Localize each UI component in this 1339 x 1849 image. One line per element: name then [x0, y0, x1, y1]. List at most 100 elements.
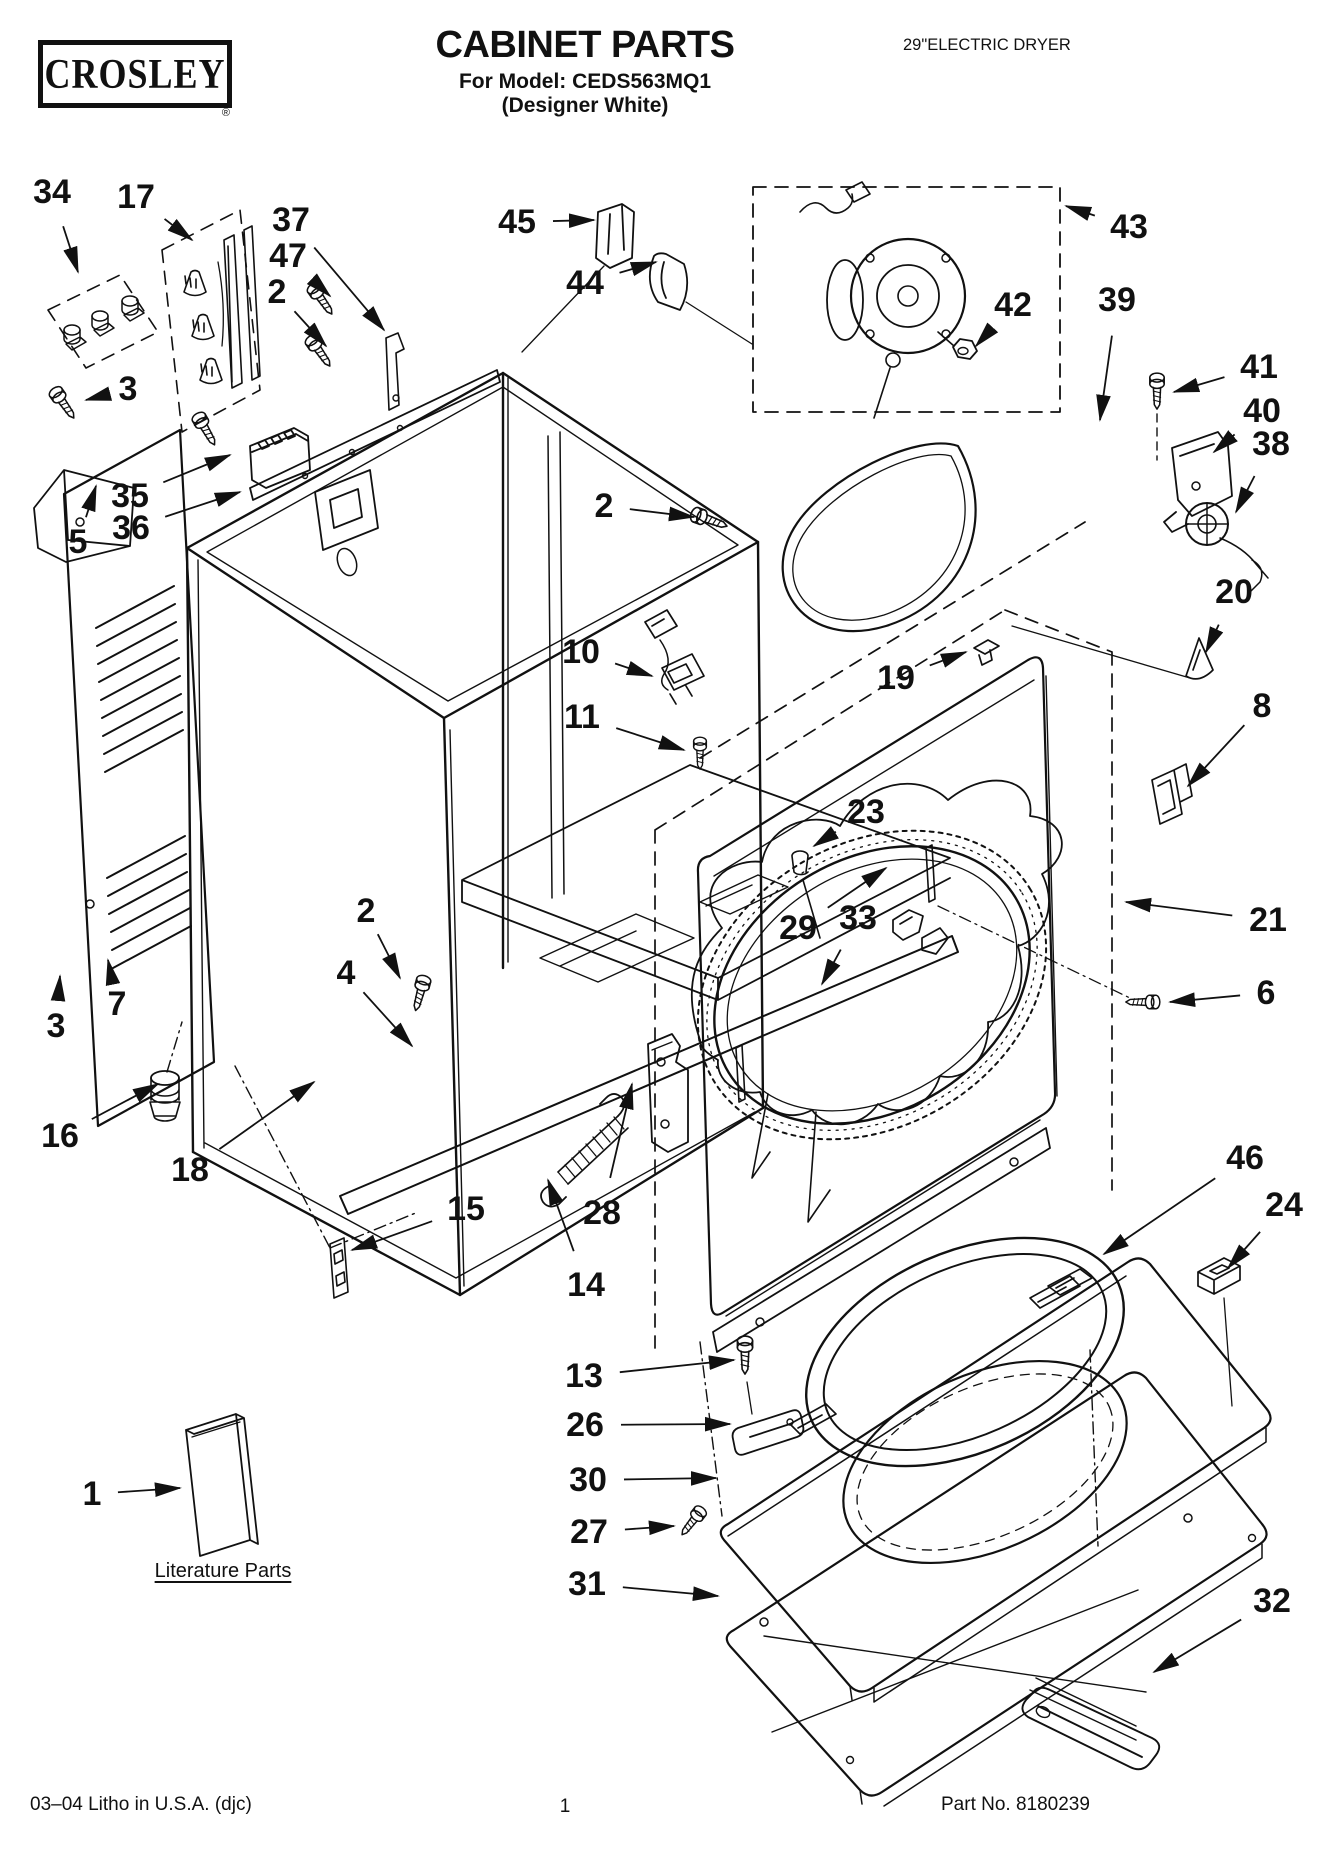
base-panel-thickness: [859, 1543, 1263, 1807]
gasket-ring-46: [805, 1236, 1125, 1547]
bracket-5-outline: [33, 469, 135, 563]
callout-leader-3: [84, 386, 113, 401]
base-panel-outline: [725, 1371, 1268, 1797]
callout-leader-16: [91, 1083, 160, 1120]
callout-leader-42: [974, 322, 999, 348]
back-wall-switch-box: [314, 469, 379, 551]
callout-leader-17: [164, 218, 194, 242]
bracket-28: [647, 1033, 689, 1153]
callout-number-11: 11: [564, 698, 600, 736]
brand-logo: CROSLEY ®: [38, 40, 232, 119]
callout-leader-46: [1102, 1177, 1216, 1256]
callout-number-31: 31: [568, 1565, 606, 1603]
felt-seal-29-inner: [706, 839, 1038, 1131]
callout-number-27: 27: [570, 1513, 608, 1551]
motor-shaft: [897, 285, 919, 307]
callout-number-3: 3: [119, 370, 138, 408]
callout-leader-33: [821, 949, 842, 986]
callout-leader-15: [350, 1220, 433, 1251]
cabinet-vertical-edges: [185, 371, 765, 1297]
bracket-26-hole: [786, 1418, 794, 1426]
cabinet-shell-18: [166, 369, 959, 1517]
toe-panel-fasteners: [675, 1335, 805, 1540]
base-panel-braces: [763, 1589, 1147, 1733]
screw-glyph: [189, 409, 222, 450]
callout-leader-3: [50, 974, 66, 1002]
callout-10: 10: [562, 633, 654, 677]
callout-leader-8: [1186, 724, 1246, 788]
callout-number-4: 4: [337, 954, 356, 992]
callout-4: 4: [337, 954, 414, 1048]
callout-leader-6: [1168, 992, 1241, 1007]
callout-number-47: 47: [269, 237, 307, 275]
footer-page-number: 1: [559, 1796, 571, 1817]
switch-cap: [121, 295, 139, 307]
motor-housing: [826, 259, 864, 341]
callout-44: 44: [566, 261, 658, 302]
callout-number-19: 19: [877, 659, 915, 697]
callout-29: 29: [779, 866, 888, 947]
callout-number-2: 2: [357, 892, 376, 930]
callout-number-2: 2: [595, 487, 614, 525]
callout-number-43: 43: [1110, 208, 1148, 246]
callout-leader-34: [62, 225, 79, 274]
screw-glyph: [46, 383, 81, 423]
spring-rails: [557, 1115, 629, 1185]
callout-number-30: 30: [569, 1461, 607, 1499]
callout-23: 23: [812, 793, 885, 848]
bracket-hole: [1191, 481, 1201, 491]
callout-leader-1: [117, 1482, 182, 1498]
rear-panel-7: [62, 428, 216, 1128]
callout-number-20: 20: [1215, 573, 1253, 611]
idler-assembly: [1149, 372, 1269, 593]
front-panel-flange: [712, 1127, 1051, 1353]
front-panel-dashed-21: [654, 521, 1113, 1349]
callout-leader-37: [313, 246, 386, 332]
callout-leader-41: [1172, 376, 1225, 393]
callout-number-41: 41: [1240, 348, 1278, 386]
motor-nut-hole: [957, 346, 969, 356]
cloth-seal-folds: [751, 1093, 831, 1223]
clip-15: [329, 1237, 349, 1299]
callout-leader-2: [293, 310, 328, 348]
bracket-28-hole: [660, 1119, 670, 1129]
motor-details: [799, 181, 955, 419]
door-opening: [713, 845, 1031, 1125]
callout-16: 16: [41, 1083, 160, 1155]
motor-stud: [865, 329, 875, 339]
callout-18: 18: [171, 1080, 316, 1189]
callout-leader-2: [376, 933, 401, 980]
callout-leader-4: [362, 991, 414, 1048]
callout-leader-43: [1064, 205, 1096, 221]
callout-number-8: 8: [1253, 687, 1272, 725]
callout-47: 47: [269, 237, 332, 298]
rail-hole: [348, 448, 356, 456]
toe-panel-thickness: [727, 1275, 1267, 1703]
fuse-wires: [659, 639, 669, 691]
callout-11: 11: [564, 698, 686, 751]
callout-number-24: 24: [1265, 1186, 1303, 1224]
timer-dashed-box: [161, 209, 261, 433]
rail-hole: [396, 424, 404, 432]
callout-1: 1: [83, 1475, 182, 1513]
switch-cap: [91, 310, 109, 322]
spring-hooks: [540, 1093, 626, 1208]
callout-number-35: 35: [111, 477, 149, 515]
switch-body: [63, 329, 87, 351]
callout-8: 8: [1186, 687, 1272, 788]
callout-leader-31: [622, 1586, 720, 1602]
callout-45: 45: [498, 203, 596, 241]
hinge-clip-8: [1151, 763, 1193, 825]
callout-leader-30: [623, 1471, 718, 1486]
motor-assembly-43: [752, 181, 1061, 419]
clip-guide-lines: [521, 265, 753, 353]
callout-46: 46: [1102, 1139, 1264, 1256]
fuse-screw-11: [692, 736, 708, 770]
thermal-fuse-10: [644, 609, 708, 770]
callout-number-37: 37: [272, 201, 310, 239]
rear-panel-screw-hole: [85, 899, 95, 909]
switch-body: [91, 315, 115, 337]
clip-24-guide: [1223, 1297, 1233, 1407]
